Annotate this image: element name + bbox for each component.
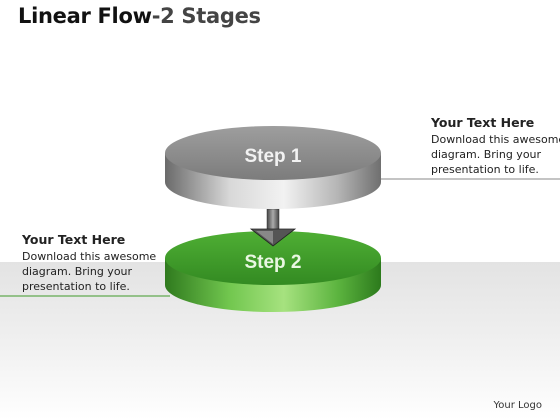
step-1-label: Step 1 xyxy=(244,146,301,167)
step-1-disc: Step 1 xyxy=(165,126,381,209)
step-2-label: Step 2 xyxy=(244,252,301,273)
title-main: Linear Flow xyxy=(18,4,152,28)
note-right: Your Text Here Download this awesome dia… xyxy=(431,115,560,177)
note-left: Your Text Here Download this awesome dia… xyxy=(22,232,162,294)
note-right-heading: Your Text Here xyxy=(431,115,535,130)
note-left-heading: Your Text Here xyxy=(22,232,126,247)
logo-placeholder: Your Logo xyxy=(493,400,542,411)
note-right-body: Download this awesome diagram. Bring you… xyxy=(431,133,560,176)
page-title: Linear Flow-2 Stages xyxy=(18,4,261,28)
step-2-disc: Step 2 xyxy=(165,231,381,312)
note-left-body: Download this awesome diagram. Bring you… xyxy=(22,250,157,293)
title-sub: -2 Stages xyxy=(151,4,261,28)
flow-arrow xyxy=(249,208,297,247)
